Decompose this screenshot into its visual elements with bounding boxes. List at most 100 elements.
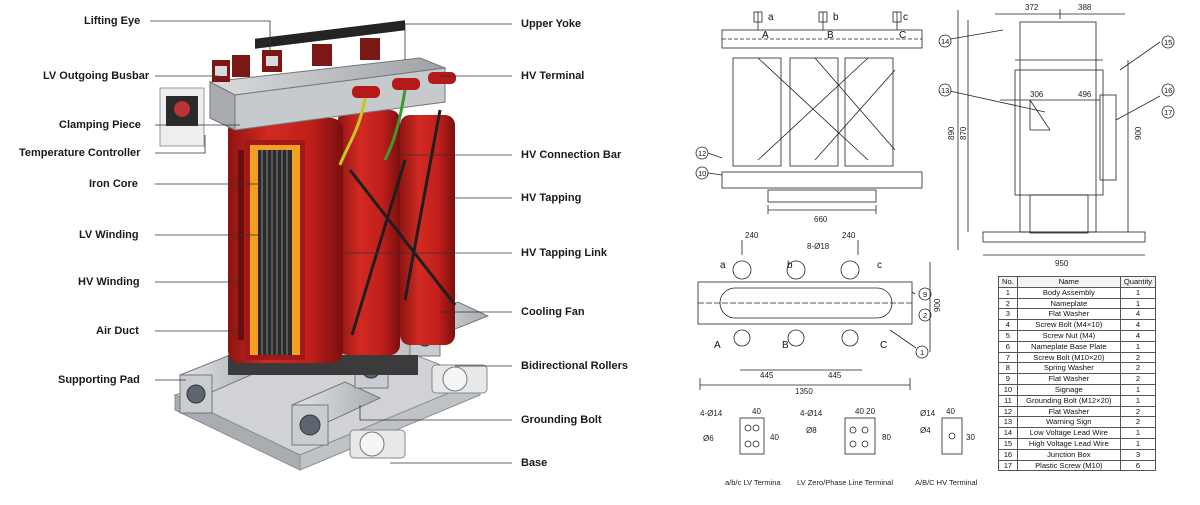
cell-qty: 1 <box>1119 340 1157 353</box>
callout-1: 1 <box>920 348 924 357</box>
phase-letter-a: a <box>768 12 774 23</box>
callout-14: 14 <box>941 37 949 46</box>
cell-name: Screw Bolt (M4×10) <box>1016 319 1121 331</box>
plan-view <box>697 240 932 390</box>
plan-dim-bottom-left: 445 <box>760 371 774 380</box>
terminal-1-w-label: 40 <box>752 407 761 416</box>
cell-name: Junction Box <box>1016 448 1121 461</box>
cell-no: 14 <box>998 427 1018 439</box>
plan-dim-right: 900 <box>933 298 942 312</box>
cell-no: 3 <box>998 308 1018 321</box>
cell-no: 16 <box>998 448 1018 461</box>
col-header-quantity: Quantity <box>1119 276 1157 288</box>
side-dim-inner-left: 306 <box>1030 90 1044 99</box>
cell-name: Nameplate Base Plate <box>1016 340 1121 353</box>
cell-name: Flat Washer <box>1016 373 1121 385</box>
cell-name: Body Assembly <box>1016 286 1121 299</box>
transformer-cutaway-illustration <box>150 20 512 471</box>
cell-qty: 4 <box>1119 308 1157 321</box>
cell-qty: 2 <box>1119 405 1157 418</box>
label-iron-core: Iron Core <box>89 178 138 190</box>
phase-letter-B: B <box>827 30 834 41</box>
col-header-no: No. <box>998 276 1018 288</box>
callout-13: 13 <box>941 86 949 95</box>
cell-name: Flat Washer <box>1016 405 1121 418</box>
terminal-2-w-label: 40 20 <box>855 407 876 416</box>
cell-no: 11 <box>998 394 1018 407</box>
terminal-1-caption: a/b/c LV Termina <box>725 478 781 487</box>
terminal-3-hole-label: Ø14 <box>920 409 936 418</box>
cell-name: Warning Sign <box>1016 416 1121 429</box>
cell-qty: 2 <box>1119 373 1157 385</box>
cell-qty: 1 <box>1119 297 1157 310</box>
cell-no: 12 <box>998 405 1018 418</box>
label-lv-outgoing-busbar: LV Outgoing Busbar <box>43 70 150 82</box>
plan-dim-top-right: 240 <box>842 231 856 240</box>
cell-name: Flat Washer <box>1016 308 1121 321</box>
leader-lines <box>150 20 512 464</box>
callout-15: 15 <box>1164 38 1172 47</box>
cell-qty: 1 <box>1119 437 1157 450</box>
cell-qty: 1 <box>1119 286 1157 299</box>
hv-terminals <box>352 72 456 98</box>
label-hv-tapping: HV Tapping <box>521 192 582 204</box>
cell-qty: 1 <box>1119 383 1157 396</box>
terminal-1-h-label: 40 <box>770 433 779 442</box>
label-upper-yoke: Upper Yoke <box>521 18 582 30</box>
plan-dim-overall: 1350 <box>795 387 813 396</box>
phase-letter-C: C <box>899 30 906 41</box>
cell-name: Plastic Screw (M10) <box>1016 459 1121 472</box>
side-dim-top-left: 372 <box>1025 3 1039 12</box>
col-header-name: Name <box>1016 276 1121 288</box>
cell-no: 13 <box>998 416 1018 429</box>
label-lv-winding: LV Winding <box>79 229 139 241</box>
label-hv-winding: HV Winding <box>78 276 140 288</box>
plan-letter-C: C <box>880 340 887 351</box>
side-dim-height-outer: 890 <box>947 126 956 140</box>
cell-qty: 2 <box>1119 351 1157 364</box>
side-dim-width: 950 <box>1055 259 1069 268</box>
cell-qty: 2 <box>1119 416 1157 429</box>
terminal-3-caption: A/B/C HV Terminal <box>915 478 978 487</box>
callout-2: 2 <box>923 311 927 320</box>
cell-name: Grounding Bolt (M12×20) <box>1016 394 1121 407</box>
terminal-2-dia-label: Ø8 <box>806 426 817 435</box>
label-bidirectional-rollers: Bidirectional Rollers <box>521 360 628 372</box>
cell-qty: 4 <box>1119 329 1157 342</box>
plan-letter-A: A <box>714 340 721 351</box>
terminal-1-hole-label: 4-Ø14 <box>700 409 723 418</box>
cell-qty: 1 <box>1119 427 1157 439</box>
label-hv-terminal: HV Terminal <box>521 70 585 82</box>
side-dim-height-right: 900 <box>1134 126 1143 140</box>
cell-no: 6 <box>998 340 1018 353</box>
label-air-duct: Air Duct <box>96 325 139 337</box>
cell-name: Screw Bolt (M10×20) <box>1016 351 1121 364</box>
cell-no: 9 <box>998 373 1018 385</box>
plan-letter-a: a <box>720 260 726 271</box>
front-dim-bottom: 660 <box>814 215 828 224</box>
terminal-3-w-label: 40 <box>946 407 955 416</box>
cell-qty: 3 <box>1119 448 1157 461</box>
callout-10: 10 <box>698 169 706 178</box>
cell-name: High Voltage Lead Wire <box>1016 437 1121 450</box>
terminal-3-h-label: 30 <box>966 433 975 442</box>
cell-name: Signage <box>1016 383 1121 396</box>
label-hv-connection-bar: HV Connection Bar <box>521 149 622 161</box>
transformer-illustration-panel: Lifting Eye LV Outgoing Busbar Clamping … <box>19 15 628 471</box>
cell-name: Spring Washer <box>1016 362 1121 375</box>
terminal-details <box>739 417 963 455</box>
side-view <box>944 9 1161 256</box>
terminal-2-hole-label: 4-Ø14 <box>800 409 823 418</box>
terminal-1-dia-label: Ø6 <box>703 434 714 443</box>
